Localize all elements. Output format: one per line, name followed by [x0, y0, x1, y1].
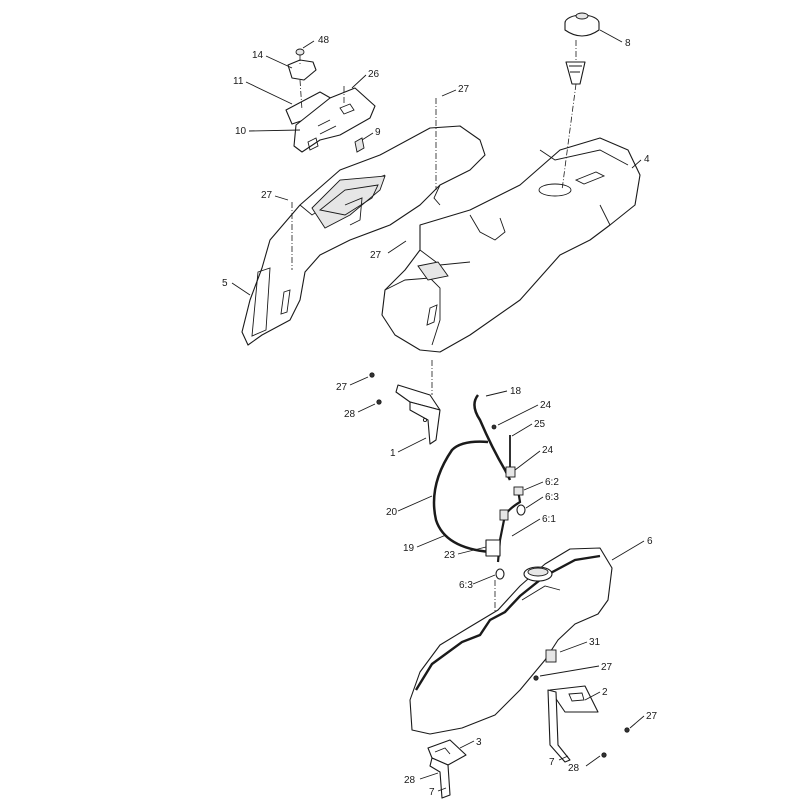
callout-6-3-upper: 6:3	[545, 492, 559, 503]
callout-7-left: 7	[429, 787, 435, 798]
callout-31: 31	[589, 637, 601, 648]
bracket-part-2	[533, 675, 630, 763]
shift-plate-assembly	[285, 48, 376, 153]
callout-labels: 48 14 26 11 27 9 10 8 4 27 27 5 27 28 18…	[222, 35, 658, 798]
callout-19: 19	[403, 543, 415, 554]
callout-23: 23	[444, 550, 456, 561]
tank-cover-part-4	[381, 137, 641, 353]
callout-27-tank: 27	[601, 662, 613, 673]
callout-18: 18	[510, 386, 522, 397]
callout-24-top: 24	[540, 400, 552, 411]
fuel-cap-part-8	[561, 12, 600, 191]
callout-27-left: 27	[261, 190, 273, 201]
callout-10: 10	[235, 126, 247, 137]
console-panel-part-5	[241, 98, 486, 346]
callout-3: 3	[476, 737, 482, 748]
callout-6-1: 6:1	[542, 514, 556, 525]
callout-6-2: 6:2	[545, 477, 559, 488]
bracket-part-1	[369, 360, 441, 445]
callout-11: 11	[233, 76, 244, 87]
leader-lines	[231, 29, 645, 792]
callout-48: 48	[318, 35, 330, 46]
callout-28-bracket: 28	[344, 409, 356, 420]
callout-25: 25	[534, 419, 546, 430]
callout-7-right: 7	[549, 757, 555, 768]
callout-8: 8	[625, 38, 631, 49]
callout-20: 20	[386, 507, 398, 518]
callout-28-right: 28	[568, 763, 580, 774]
callout-4: 4	[644, 154, 650, 165]
callout-6-3-lower: 6:3	[459, 580, 473, 591]
callout-26: 26	[368, 69, 380, 80]
callout-27-right: 27	[646, 711, 658, 722]
callout-27-top: 27	[458, 84, 470, 95]
callout-2: 2	[602, 687, 608, 698]
callout-14: 14	[252, 50, 264, 61]
callout-27-bracket: 27	[336, 382, 348, 393]
fuel-lines	[432, 394, 526, 612]
callout-27-mid: 27	[370, 250, 382, 261]
callout-1: 1	[390, 448, 396, 459]
callout-9: 9	[375, 127, 381, 138]
callout-24-lower: 24	[542, 445, 554, 456]
callout-5: 5	[222, 278, 228, 289]
callout-6: 6	[647, 536, 653, 547]
callout-28-left: 28	[404, 775, 416, 786]
fuel-tank-part-6	[409, 547, 613, 735]
